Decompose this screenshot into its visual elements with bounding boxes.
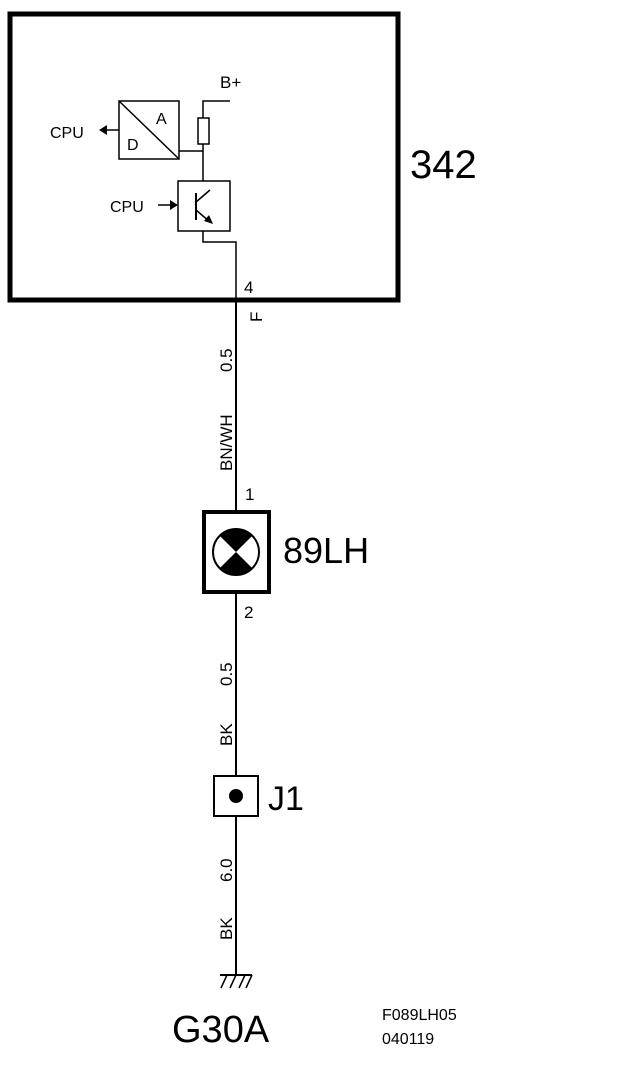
wire-3-color: BK xyxy=(217,917,236,940)
diagram-date: 040119 xyxy=(382,1031,434,1048)
cpu-output-label: CPU xyxy=(50,125,84,142)
wire-1-color: BN/WH xyxy=(217,414,236,471)
diagram-code: F089LH05 xyxy=(382,1007,457,1024)
junction-dot xyxy=(229,789,243,803)
pin-4-number: 4 xyxy=(244,278,253,297)
wire-2-color: BK xyxy=(217,723,236,746)
lamp-89lh-label: 89LH xyxy=(283,530,369,571)
driver-to-pin-wire xyxy=(202,231,237,300)
ground-g30a-label: G30A xyxy=(172,1009,270,1051)
lamp-pin-1: 1 xyxy=(245,485,254,504)
cpu-output-arrowhead xyxy=(99,125,107,135)
supply-wire xyxy=(202,100,230,118)
junction-j1-label: J1 xyxy=(268,780,304,818)
pull-up-resistor xyxy=(197,117,210,145)
wire-3-size: 6.0 xyxy=(217,858,236,882)
lamp-pin-2: 2 xyxy=(244,603,253,622)
module-342-box xyxy=(7,11,401,303)
module-342-label: 342 xyxy=(410,143,477,187)
cpu-input-label: CPU xyxy=(110,199,144,216)
adc-a-label: A xyxy=(156,111,167,128)
lamp-bulb-icon xyxy=(212,528,260,576)
supply-label: B+ xyxy=(220,73,241,92)
wire-2-size: 0.5 xyxy=(217,662,236,686)
wire-1-size: 0.5 xyxy=(217,348,236,372)
transistor-driver xyxy=(177,180,231,232)
cpu-input-arrowhead xyxy=(170,200,178,210)
connector-f-label: F xyxy=(247,312,266,322)
adc-d-label: D xyxy=(127,137,139,154)
ground-symbol-icon xyxy=(220,974,253,989)
adc-converter: A D xyxy=(118,100,180,160)
